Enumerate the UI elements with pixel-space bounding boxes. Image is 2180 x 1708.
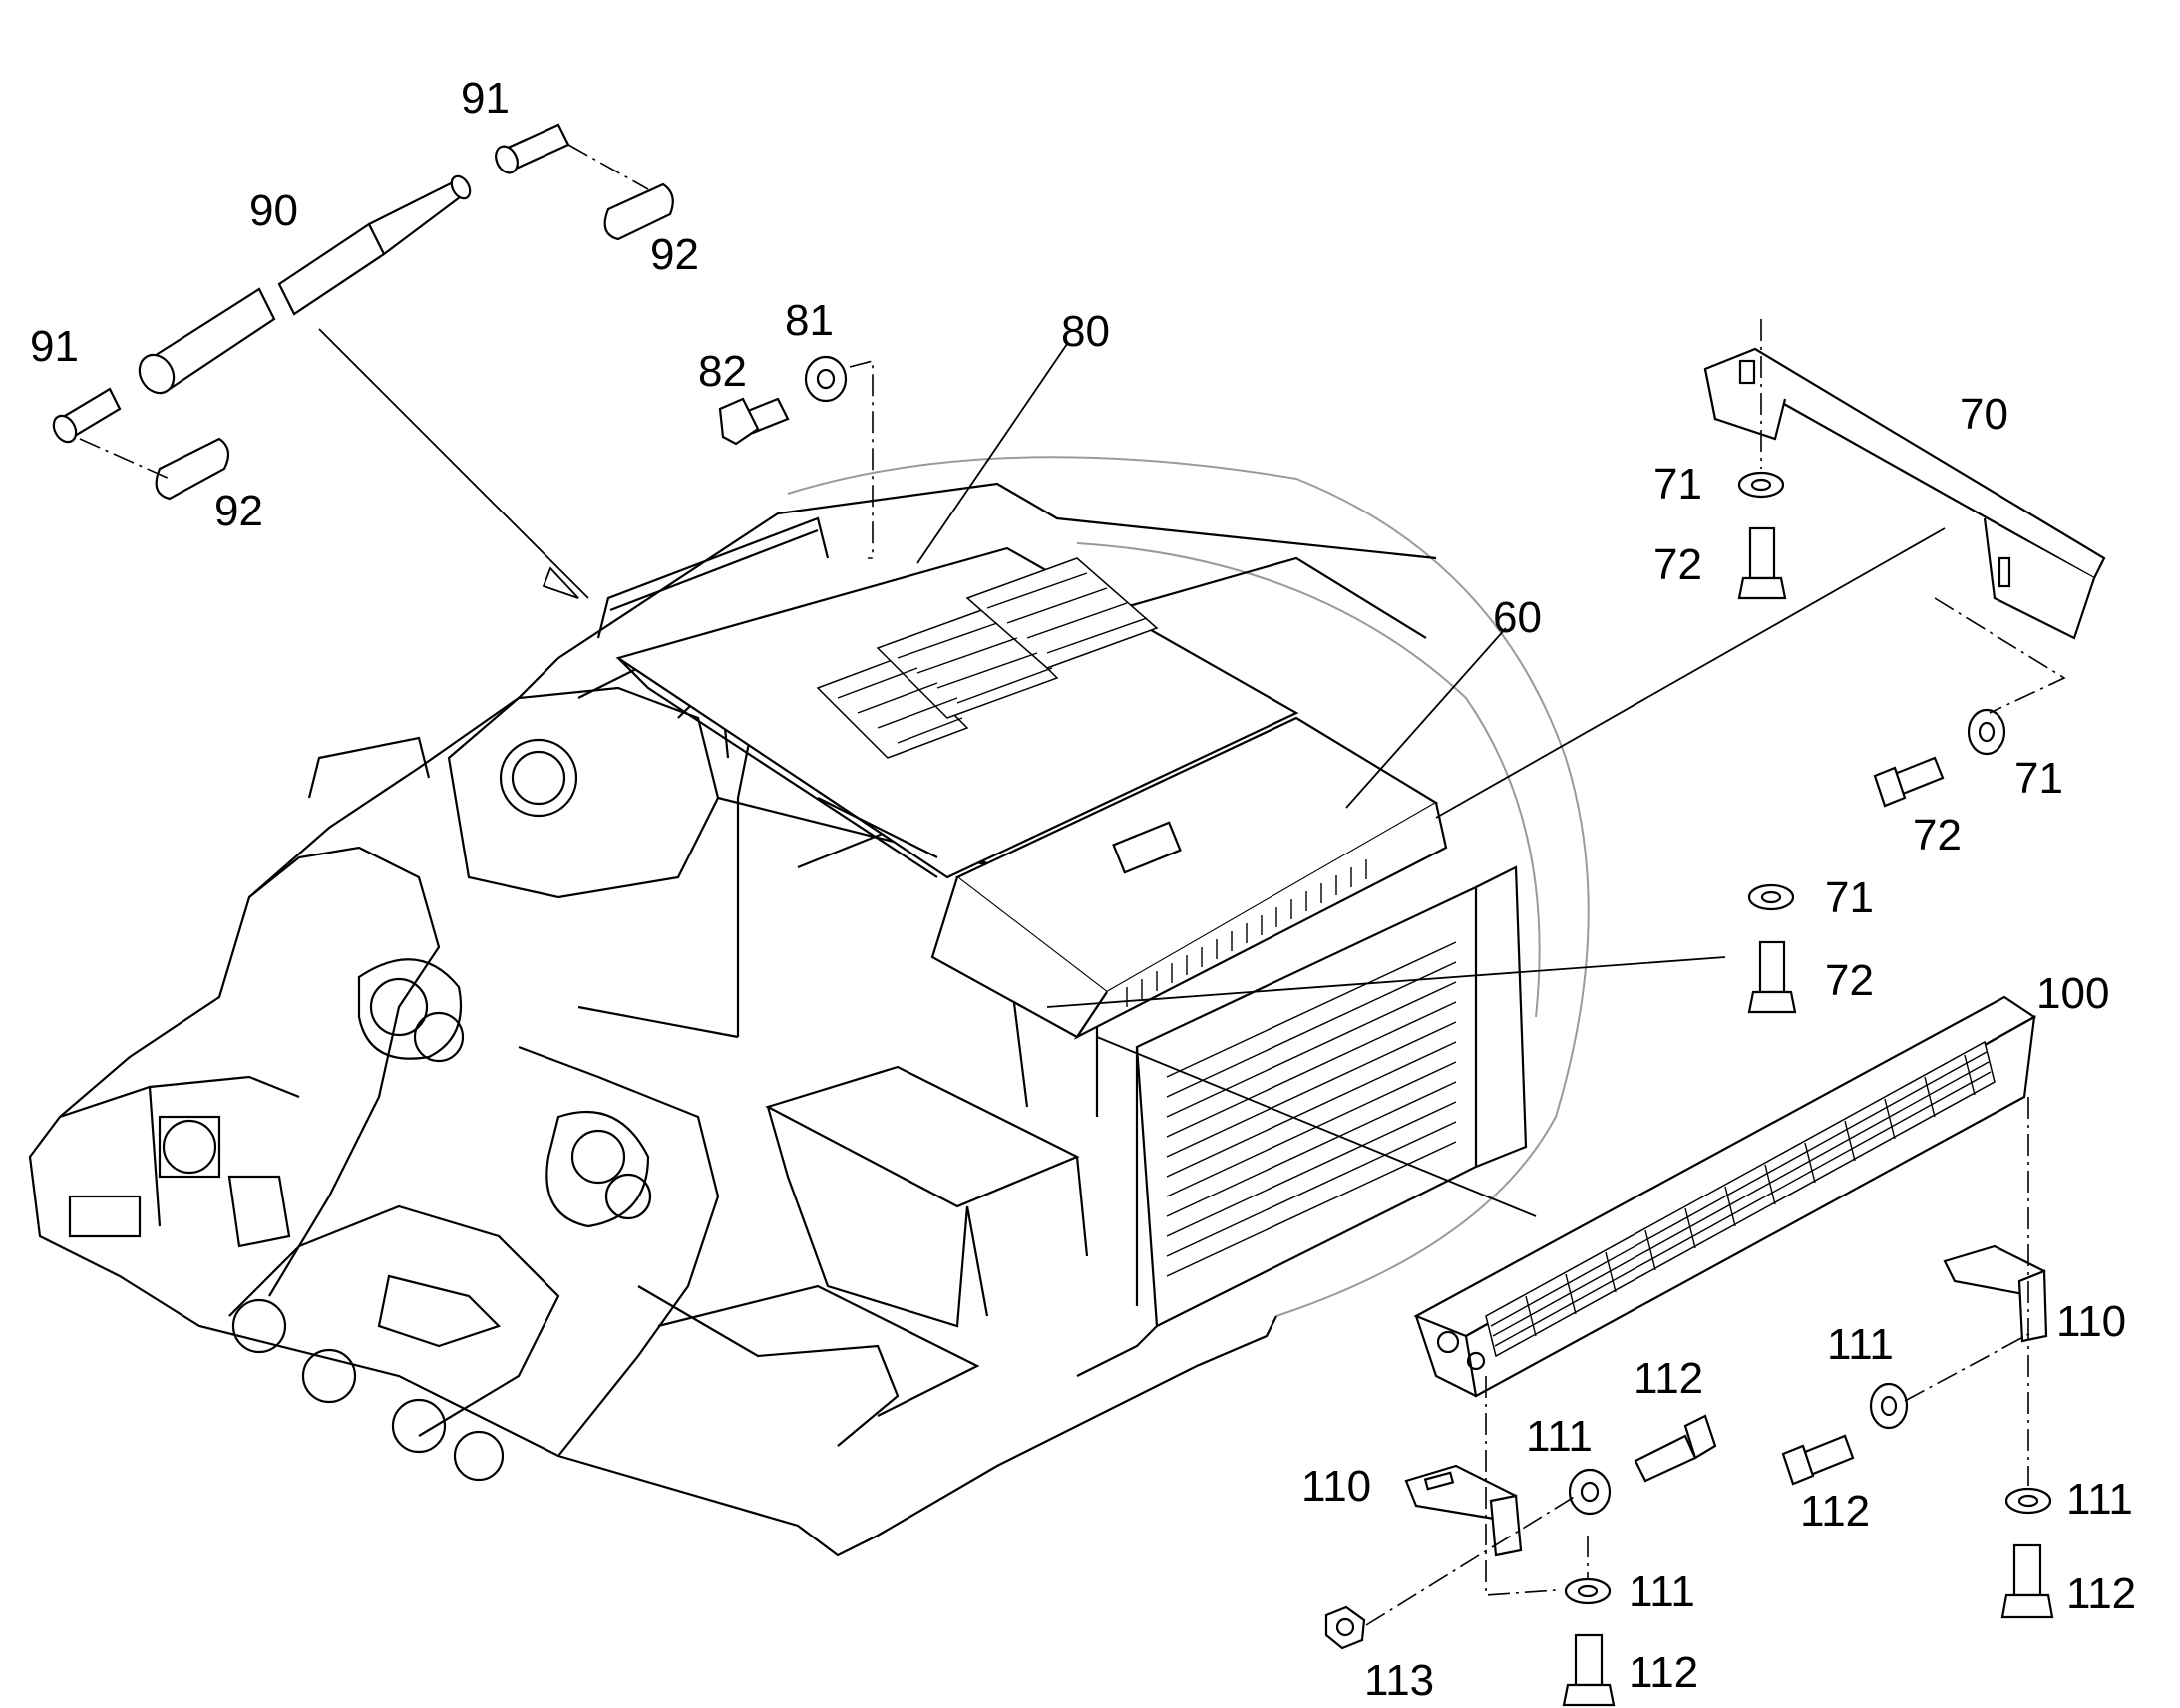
rod-end-91-right — [495, 123, 570, 174]
bolt-112-c — [2000, 1543, 2054, 1619]
callout-110-right: 110 — [2056, 1297, 2126, 1346]
bolt-112-d — [1562, 1633, 1616, 1707]
washer-71-mid — [1747, 883, 1795, 911]
cover-slots — [1126, 859, 1367, 1007]
callout-71-mid: 71 — [1825, 873, 1874, 922]
callout-113: 113 — [1364, 1656, 1434, 1705]
bolt-72-top — [1737, 526, 1787, 600]
bolt-72-mid — [1747, 940, 1797, 1014]
washer-111-a — [1568, 1468, 1612, 1516]
callout-91-top: 91 — [461, 74, 510, 123]
callout-111-a: 111 — [1526, 1412, 1593, 1461]
callout-82: 82 — [698, 347, 747, 396]
washer-111-c — [2004, 1487, 2052, 1515]
clip-92-left — [155, 437, 230, 501]
step-plate-100 — [1413, 995, 2037, 1398]
leader-lines — [318, 328, 1946, 1217]
bolt-112-b — [1781, 1434, 1855, 1486]
bolt-82 — [718, 397, 790, 446]
callout-labels: 91 90 92 91 92 81 82 80 70 71 72 60 71 7… — [30, 74, 2136, 1705]
bolt-112-a — [1634, 1414, 1717, 1483]
callout-90: 90 — [249, 186, 298, 235]
washer-71-right — [1967, 708, 2006, 756]
callout-112-b: 112 — [1800, 1487, 1870, 1536]
callout-112-c: 112 — [2066, 1569, 2136, 1618]
callout-92-right: 92 — [650, 230, 699, 279]
washer-71-top — [1737, 471, 1785, 499]
engine-hood-80 — [615, 546, 1299, 879]
radiator-louvers — [1166, 941, 1457, 1277]
callout-92-left: 92 — [214, 487, 263, 535]
callout-100: 100 — [2036, 969, 2109, 1018]
callout-71-top: 71 — [1653, 460, 1702, 509]
callout-72-right: 72 — [1913, 811, 1962, 859]
bracket-110-left — [1404, 1464, 1523, 1557]
callout-60: 60 — [1493, 593, 1542, 642]
side-cover-60 — [930, 716, 1448, 1040]
bracket-70 — [1703, 347, 2106, 640]
hood-vent-grilles — [816, 557, 1159, 759]
callout-112-d: 112 — [1629, 1648, 1698, 1697]
callout-70: 70 — [1960, 390, 2008, 439]
assembly-centerlines — [79, 144, 2066, 1626]
gas-spring-90 — [138, 174, 472, 395]
clip-92-right — [603, 182, 674, 241]
callout-111-d: 111 — [1629, 1567, 1695, 1616]
washer-81 — [804, 355, 848, 403]
callout-71-right: 71 — [2014, 754, 2063, 803]
washer-111-b — [1869, 1382, 1909, 1430]
step-perforations — [1485, 1040, 1996, 1358]
callout-80: 80 — [1061, 307, 1110, 356]
callout-72-mid: 72 — [1825, 956, 1874, 1005]
nut-113 — [1324, 1605, 1366, 1650]
callout-111-c: 111 — [2066, 1475, 2133, 1524]
bolt-72-right — [1873, 756, 1945, 808]
callout-111-b: 111 — [1827, 1320, 1894, 1369]
bracket-110-right — [1943, 1244, 2048, 1343]
callout-91-top-left: 91 — [30, 322, 79, 371]
callout-72-top: 72 — [1653, 540, 1702, 589]
washer-111-d — [1564, 1577, 1612, 1605]
rod-end-91-left — [52, 387, 122, 444]
callout-110-left: 110 — [1301, 1462, 1371, 1511]
callout-112-a: 112 — [1634, 1354, 1703, 1403]
callout-81: 81 — [785, 296, 834, 345]
